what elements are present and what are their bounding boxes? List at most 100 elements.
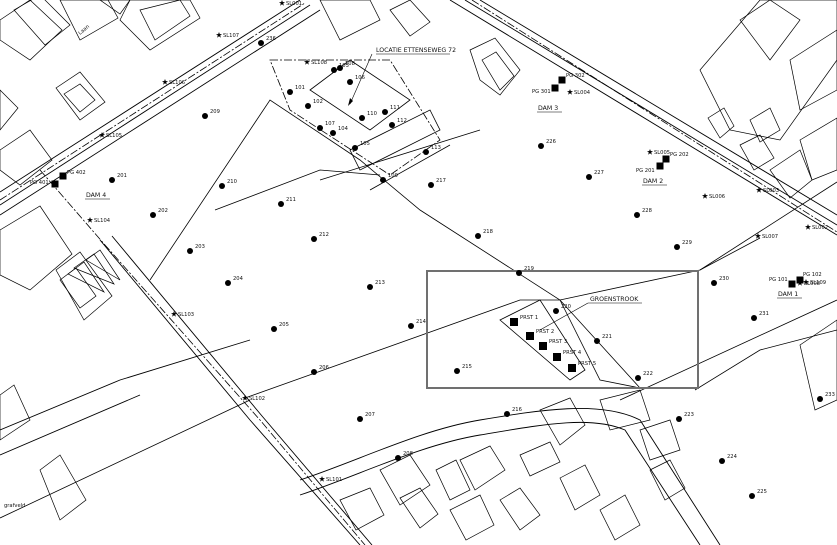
probe-point-211[interactable]: 211 [278, 197, 296, 207]
sl-marker-sl008[interactable]: SL008 [797, 280, 820, 287]
probe-point-233[interactable]: 233 [817, 392, 835, 402]
probe-point-208[interactable]: 208 [395, 451, 413, 461]
sl-marker-sl005[interactable]: SL005 [647, 149, 670, 156]
pg-pg-101[interactable]: PG 101 [769, 277, 796, 288]
sl-marker-sl006[interactable]: SL006 [702, 193, 725, 200]
probe-label: 220 [561, 304, 571, 310]
probe-point-109[interactable]: 109 [380, 173, 398, 183]
probe-point-101[interactable]: 101 [287, 85, 305, 95]
pg-pg-102[interactable]: PG 102 [796, 272, 822, 284]
sl-label: SL005 [654, 150, 670, 156]
probe-point-207[interactable]: 207 [357, 412, 375, 422]
sl-label: SL105 [106, 133, 122, 139]
sl-marker-sl108[interactable]: SL108 [304, 59, 327, 66]
probe-point-227[interactable]: 227 [586, 170, 604, 180]
probe-point-228[interactable]: 228 [634, 208, 652, 218]
sl-marker-sl003[interactable]: SL003 [756, 187, 779, 194]
pg-pg-401[interactable]: PG 401 [30, 180, 59, 188]
probe-label: 218 [483, 229, 493, 235]
probe-point-202[interactable]: 202 [150, 208, 168, 218]
sl-marker-sl007[interactable]: SL007 [755, 233, 778, 240]
probe-point-103[interactable]: 103 [331, 63, 349, 73]
probe-point-205[interactable]: 205 [271, 322, 289, 332]
probe-point-219[interactable]: 219 [516, 266, 534, 276]
sl-marker-sl001[interactable]: SL001 [279, 0, 302, 7]
probe-point-105[interactable]: 105 [352, 141, 370, 151]
probe-point-217[interactable]: 217 [428, 178, 446, 188]
probe-point-212[interactable]: 212 [311, 232, 329, 242]
probe-point-216[interactable]: 216 [504, 407, 522, 417]
pg-pg-201[interactable]: PG 201 [636, 162, 664, 175]
sl-marker-sl107[interactable]: SL107 [216, 32, 239, 39]
groenstrook-annotation: GROENSTROOK [539, 296, 642, 331]
probe-point-221[interactable]: 221 [594, 334, 612, 344]
probe-point-203[interactable]: 203 [187, 244, 205, 254]
sl-marker-sl105[interactable]: SL105 [99, 132, 122, 139]
probe-point-209[interactable]: 209 [202, 109, 220, 119]
test-pit-prst-4[interactable]: PRST 4 [553, 350, 582, 361]
probe-point-230[interactable]: 230 [711, 276, 729, 286]
probe-point-108[interactable]: 108 [337, 61, 355, 71]
probe-point-222[interactable]: 222 [635, 371, 653, 381]
probe-point-224[interactable]: 224 [719, 454, 738, 464]
probe-point-231[interactable]: 231 [751, 311, 769, 321]
probe-point-218[interactable]: 218 [475, 229, 493, 239]
pg-pg-302[interactable]: PG 302 [558, 73, 585, 84]
sl-marker-sl109[interactable]: SL109 [803, 279, 826, 286]
sl-markers-layer: SL101 SL102 SL103 SL104 SL105 SL106 SL107SL108… [87, 0, 828, 483]
sl-marker-sl002[interactable]: SL002 [805, 224, 828, 231]
probe-label: 204 [233, 276, 244, 282]
probe-point-215[interactable]: 215 [454, 364, 472, 374]
probe-point-206[interactable]: 206 [311, 365, 329, 375]
prst-label: PRST 1 [520, 315, 538, 321]
probe-label: 233 [825, 392, 835, 398]
probe-point-110[interactable]: 110 [359, 111, 377, 121]
sl-marker-sl104[interactable]: SL104 [87, 217, 111, 224]
probe-point-210[interactable]: 210 [219, 179, 237, 189]
test-pit-prst-5[interactable]: PRST 5 [568, 361, 596, 372]
sl-marker-sl106[interactable]: SL106 [162, 79, 185, 86]
probe-point-106[interactable]: 106 [347, 75, 365, 85]
probe-point-225[interactable]: 225 [749, 489, 767, 499]
probe-point-104[interactable]: 104 [330, 126, 349, 136]
probe-point-229[interactable]: 229 [674, 240, 692, 250]
pg-label: PG 301 [532, 89, 551, 95]
sl-marker-sl103[interactable]: SL103 [171, 311, 194, 318]
street-label: grafveld [4, 503, 25, 509]
probe-point-223[interactable]: 223 [676, 412, 694, 422]
sl-marker-sl101[interactable]: SL101 [319, 476, 342, 483]
test-pit-prst-2[interactable]: PRST 2 [526, 329, 554, 340]
dam-dam-4: DAM 4 [85, 192, 110, 200]
test-pit-prst-1[interactable]: PRST 1 [510, 315, 538, 326]
probe-label: 231 [759, 311, 769, 317]
probe-point-236[interactable]: 236 [258, 36, 276, 46]
probe-point-220[interactable]: 220 [553, 304, 571, 314]
probe-point-111[interactable]: 111 [382, 105, 400, 115]
probe-point-113[interactable]: 113 [423, 145, 441, 155]
probe-label: 230 [719, 276, 729, 282]
pg-pg-402[interactable]: PG 402 [59, 170, 86, 180]
prst-label: PRST 3 [549, 339, 567, 345]
probe-point-107[interactable]: 107 [317, 121, 335, 131]
sl-marker-sl004[interactable]: SL004 [567, 89, 591, 96]
probe-label: 219 [524, 266, 534, 272]
probe-point-226[interactable]: 226 [538, 139, 556, 149]
sl-marker-sl102[interactable]: SL102 [242, 395, 265, 402]
test-pit-prst-3[interactable]: PRST 3 [539, 339, 567, 350]
probe-label: 205 [279, 322, 289, 328]
probe-label: 210 [227, 179, 237, 185]
parcel-lines [0, 59, 837, 519]
probe-point-204[interactable]: 204 [225, 276, 244, 286]
probe-point-214[interactable]: 214 [408, 319, 427, 329]
probe-point-112[interactable]: 112 [389, 118, 407, 128]
pg-pg-202[interactable]: PG 202 [662, 152, 689, 163]
pg-pg-301[interactable]: PG 301 [532, 84, 559, 96]
probe-point-102[interactable]: 102 [305, 99, 323, 109]
probe-point-213[interactable]: 213 [367, 280, 385, 290]
probe-point-201[interactable]: 201 [109, 173, 127, 183]
probe-label: 106 [355, 75, 365, 81]
